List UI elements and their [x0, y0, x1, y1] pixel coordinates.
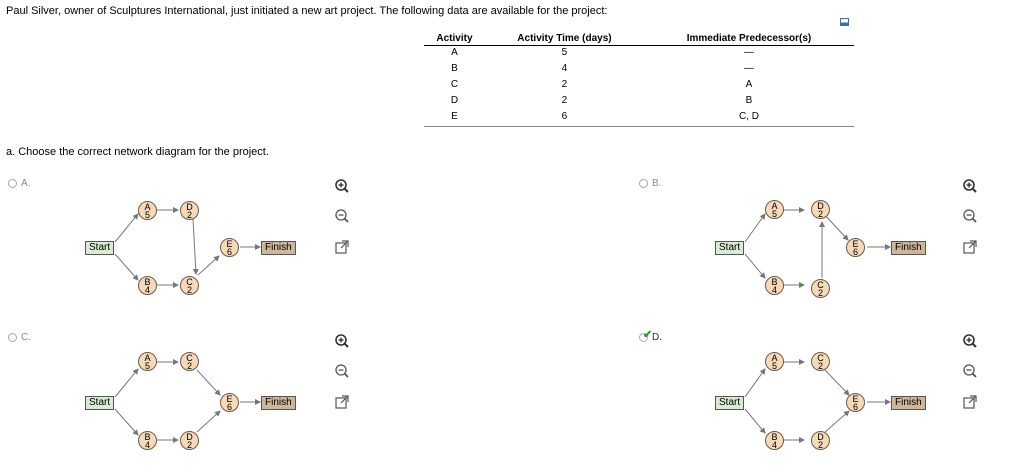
table-cell: B [451, 63, 458, 74]
table-cell: C, D [643, 110, 854, 127]
open-external-icon[interactable] [962, 239, 978, 255]
start-box: Start [85, 396, 115, 410]
option-a-radio[interactable]: A. [8, 178, 30, 189]
table-row: E 6 C, D [424, 110, 854, 127]
table-cell: 6 [484, 110, 644, 127]
finish-box: Finish [891, 241, 926, 255]
open-external-icon[interactable] [334, 239, 350, 255]
table-cell: E [424, 110, 485, 127]
diagram-arrows [114, 359, 261, 443]
table-cell: — [743, 47, 754, 58]
table-row: D 2 B [424, 94, 854, 110]
zoom-out-icon[interactable] [962, 363, 978, 379]
diagram-arrows [114, 207, 261, 288]
finish-box: Finish [261, 396, 296, 410]
option-letter: C. [21, 332, 31, 343]
zoom-out-icon[interactable] [334, 363, 350, 379]
finish-box: Finish [261, 241, 296, 255]
option-letter: A. [21, 178, 31, 189]
table-cell: A [451, 47, 458, 58]
table-cell: C [450, 79, 459, 90]
table-cell: 2 [561, 79, 568, 90]
table-cell: D [450, 95, 459, 106]
start-box: Start [715, 396, 745, 410]
zoom-in-icon[interactable] [962, 333, 978, 349]
radio-icon[interactable] [639, 179, 648, 188]
table-cell: 2 [561, 95, 568, 106]
table-cell: A [745, 79, 753, 90]
column-header: Activity Time (days) [484, 31, 644, 46]
column-header: Immediate Predecessor(s) [643, 31, 854, 46]
table-cell: 4 [561, 63, 568, 74]
start-box: Start [85, 241, 115, 255]
option-letter: B. [652, 178, 662, 189]
expand-icon[interactable] [840, 18, 849, 26]
table-header-row: Activity Activity Time (days) Immediate … [424, 31, 854, 46]
table-row: B 4 — [424, 62, 854, 78]
diagram-arrows [744, 207, 891, 288]
zoom-in-icon[interactable] [334, 178, 350, 194]
question-text: a. Choose the correct network diagram fo… [6, 146, 269, 158]
column-header: Activity [424, 31, 485, 46]
open-external-icon[interactable] [962, 394, 978, 410]
open-external-icon[interactable] [334, 394, 350, 410]
radio-icon[interactable] [8, 179, 17, 188]
table-row: A 5 — [424, 46, 854, 63]
radio-icon[interactable] [8, 333, 17, 342]
intro-text: Paul Silver, owner of Sculptures Interna… [6, 5, 608, 17]
radio-icon[interactable]: ✔ [639, 330, 652, 342]
activity-table: Activity Activity Time (days) Immediate … [424, 31, 854, 127]
zoom-in-icon[interactable] [962, 178, 978, 194]
table-cell: 5 [561, 47, 568, 58]
table-row: C 2 A [424, 78, 854, 94]
finish-box: Finish [891, 396, 926, 410]
zoom-out-icon[interactable] [962, 208, 978, 224]
zoom-in-icon[interactable] [334, 333, 350, 349]
start-box: Start [715, 241, 745, 255]
option-c-radio[interactable]: C. [8, 332, 31, 343]
option-b-radio[interactable]: B. [639, 178, 661, 189]
table-cell: B [745, 95, 753, 106]
table-cell: — [743, 63, 754, 74]
option-d-radio[interactable]: ✔ D. [639, 330, 662, 343]
zoom-out-icon[interactable] [334, 208, 350, 224]
check-icon: ✔ [643, 329, 653, 341]
diagram-arrows [744, 359, 891, 443]
option-letter: D. [652, 332, 662, 343]
